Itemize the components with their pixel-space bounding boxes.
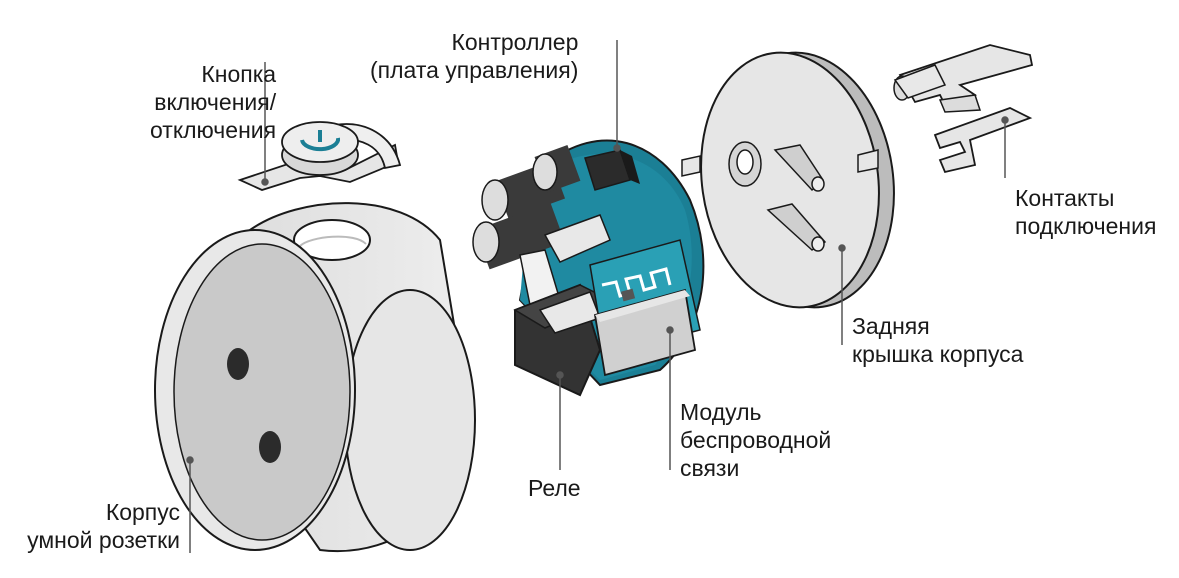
label-line: связи xyxy=(680,455,740,481)
label-line: крышка корпуса xyxy=(852,341,1024,367)
label-controller: Контроллер (плата управления) xyxy=(370,28,578,84)
label-line: включения/ xyxy=(154,89,277,115)
label-line: Задняя xyxy=(852,313,930,339)
label-line: Реле xyxy=(528,475,581,501)
power-button xyxy=(237,121,402,191)
label-housing: Корпус умной розетки xyxy=(8,498,180,554)
label-line: Контакты xyxy=(1015,185,1115,211)
label-line: отключения xyxy=(150,117,277,143)
contacts xyxy=(893,44,1034,174)
label-power-button: Кнопка включения/ отключения xyxy=(150,60,276,144)
back-cover xyxy=(681,51,895,309)
controller-board xyxy=(472,139,705,397)
label-line: Модуль xyxy=(680,399,762,425)
label-line: подключения xyxy=(1015,213,1157,239)
label-contacts: Контакты подключения xyxy=(1015,184,1156,240)
label-line: Кнопка xyxy=(201,61,277,87)
label-wireless-module: Модуль беспроводной связи xyxy=(680,398,831,482)
label-line: Контроллер xyxy=(451,29,579,55)
label-line: умной розетки xyxy=(27,527,180,553)
label-line: беспроводной xyxy=(680,427,832,453)
label-line: Корпус xyxy=(105,499,180,525)
leader-lines xyxy=(186,40,1009,553)
label-back-cover: Задняя крышка корпуса xyxy=(852,312,1023,368)
label-relay: Реле xyxy=(528,474,581,502)
label-line: (плата управления) xyxy=(370,57,579,83)
housing xyxy=(154,202,476,553)
